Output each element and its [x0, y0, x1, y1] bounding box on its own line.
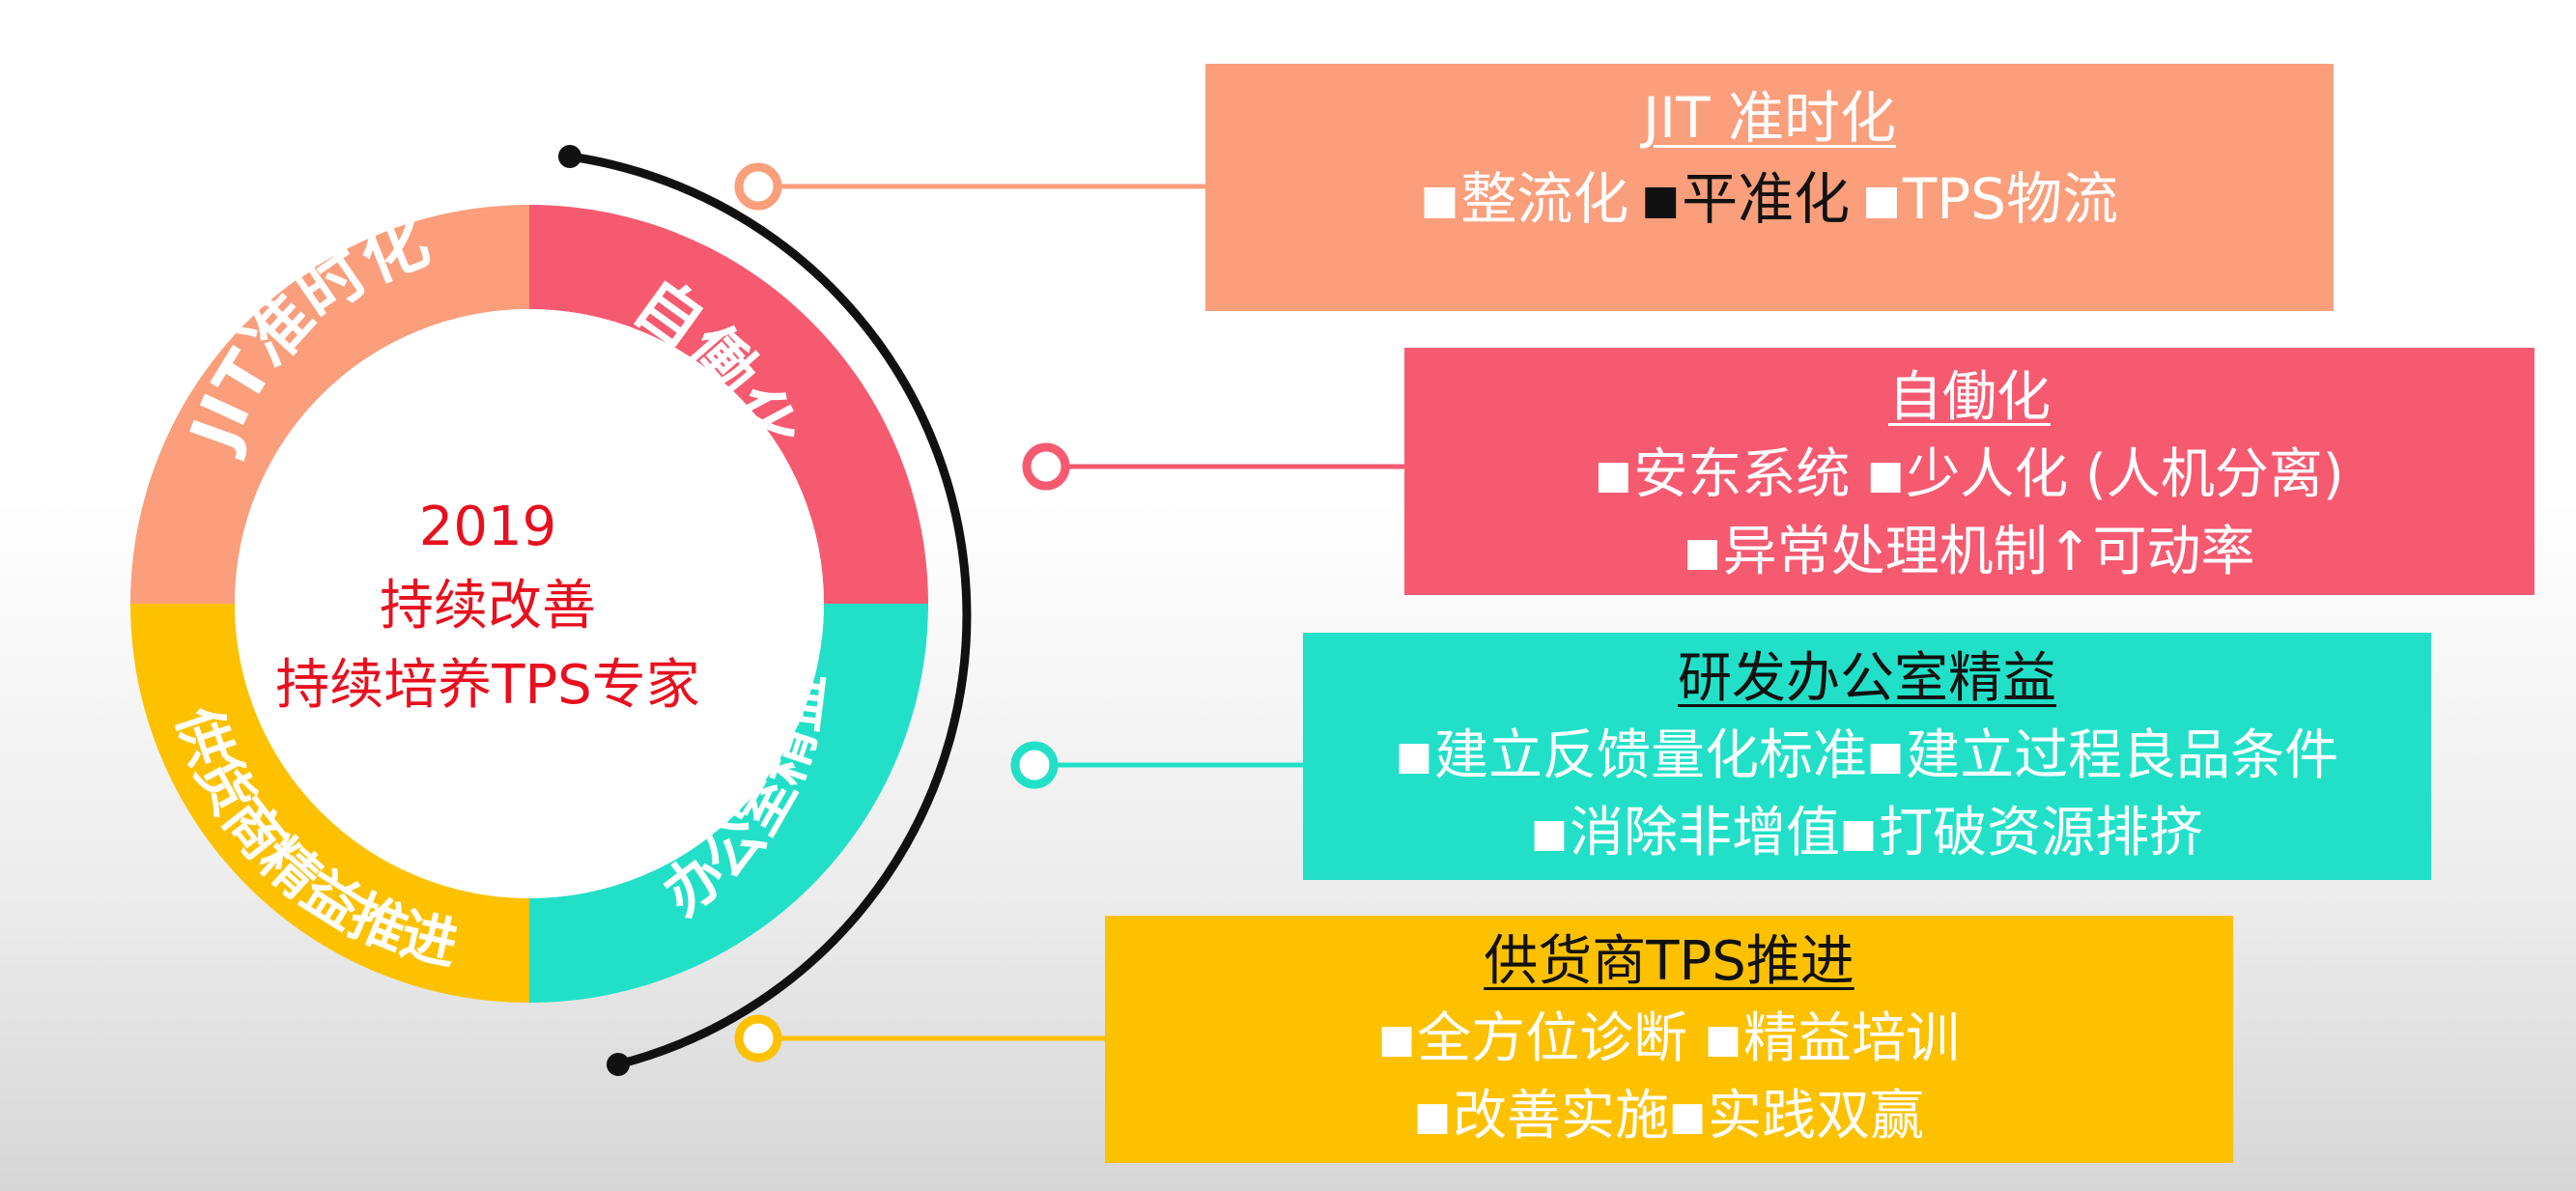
bullet-text: 全方位诊断	[1417, 1007, 1705, 1070]
bullet-text: 整流化	[1460, 166, 1629, 232]
bullet-text: 实践双赢	[1708, 1085, 1925, 1148]
box-line: ■安东系统 ■少人化 (人机分离)	[1404, 437, 2534, 514]
bullet-icon: ■	[1840, 810, 1878, 857]
connector-node-supplier	[734, 1014, 782, 1063]
bullet-text: 打破资源排挤	[1879, 802, 2204, 865]
box-body: ■建立反馈量化标准■建立过程良品条件■消除非增值■打破资源排挤	[1303, 718, 2431, 872]
box-line: ■建立反馈量化标准■建立过程良品条件	[1303, 718, 2431, 795]
center-line-2: 持续培养TPS专家	[275, 654, 700, 717]
box-title: 研发办公室精益	[1678, 647, 2056, 710]
bullet-text: 少人化 (人机分离)	[1906, 443, 2344, 506]
bullet-text: 改善实施	[1453, 1085, 1669, 1148]
box-body: ■安东系统 ■少人化 (人机分离)■异常处理机制↑可动率	[1404, 437, 2534, 591]
box-line: ■改善实施■实践双赢	[1105, 1078, 2233, 1155]
box-title: 供货商TPS推进	[1484, 930, 1854, 993]
ring-segment-office	[529, 604, 928, 1003]
timeline-end-dot-bottom	[607, 1053, 630, 1076]
bullet-text: TPS物流	[1902, 166, 2119, 232]
bullet-text: 平准化	[1682, 166, 1851, 232]
bullet-text: 消除非增值	[1570, 802, 1840, 865]
timeline-arc	[569, 152, 972, 1069]
box-line: ■全方位诊断 ■精益培训	[1105, 1001, 2233, 1078]
box-office-lean: 研发办公室精益 ■建立反馈量化标准■建立过程良品条件■消除非增值■打破资源排挤	[1303, 633, 2431, 880]
ring-segment-supplier	[130, 604, 529, 1003]
bullet-icon: ■	[1684, 529, 1721, 576]
bullet-icon: ■	[1595, 452, 1632, 498]
bullet-icon: ■	[1704, 1016, 1741, 1063]
ring-segment-auto	[529, 205, 928, 604]
bullet-icon: ■	[1850, 176, 1901, 223]
timeline-end-dot-top	[558, 145, 581, 168]
box-title: JIT 准时化	[1642, 85, 1897, 151]
bullet-icon: ■	[1413, 1093, 1451, 1140]
center-year: 2019	[418, 496, 557, 558]
connector-node-office	[1010, 741, 1059, 789]
bullet-text: 安东系统	[1633, 443, 1868, 506]
ring-center	[235, 309, 824, 898]
box-jit: JIT 准时化 ■整流化 ■平准化 ■TPS物流	[1205, 64, 2334, 311]
bullet-icon: ■	[1378, 1016, 1416, 1063]
box-body: ■全方位诊断 ■精益培训■改善实施■实践双赢	[1105, 1001, 2233, 1155]
center-line-1: 持续改善	[380, 575, 596, 638]
box-autonomation: 自働化 ■安东系统 ■少人化 (人机分离)■异常处理机制↑可动率	[1404, 348, 2534, 595]
bullet-icon: ■	[1628, 176, 1681, 223]
bullet-icon: ■	[1867, 452, 1905, 498]
connector-node-jit	[734, 162, 782, 211]
connector-node-auto	[1022, 442, 1070, 491]
bullet-text: 精益培训	[1743, 1007, 1960, 1070]
bullet-text: 建立反馈量化标准	[1434, 724, 1867, 787]
box-title: 自働化	[1888, 366, 2051, 429]
bullet-text: 异常处理机制↑可动率	[1722, 521, 2255, 584]
ring-segment-jit	[130, 205, 529, 604]
bullet-icon: ■	[1395, 733, 1432, 780]
box-line: ■消除非增值■打破资源排挤	[1303, 795, 2431, 872]
bullet-text: 建立过程良品条件	[1906, 724, 2339, 787]
bullet-icon: ■	[1420, 176, 1459, 223]
box-supplier-tps: 供货商TPS推进 ■全方位诊断 ■精益培训■改善实施■实践双赢	[1105, 916, 2233, 1163]
center-text: 2019 持续改善 持续培养TPS专家	[246, 488, 729, 725]
bullet-icon: ■	[1530, 810, 1568, 857]
box-body: ■整流化 ■平准化 ■TPS物流	[1205, 158, 2334, 241]
box-line: ■异常处理机制↑可动率	[1404, 514, 2534, 591]
bullet-icon: ■	[1867, 733, 1905, 780]
box-line: ■整流化 ■平准化 ■TPS物流	[1205, 158, 2334, 241]
bullet-icon: ■	[1669, 1093, 1707, 1140]
